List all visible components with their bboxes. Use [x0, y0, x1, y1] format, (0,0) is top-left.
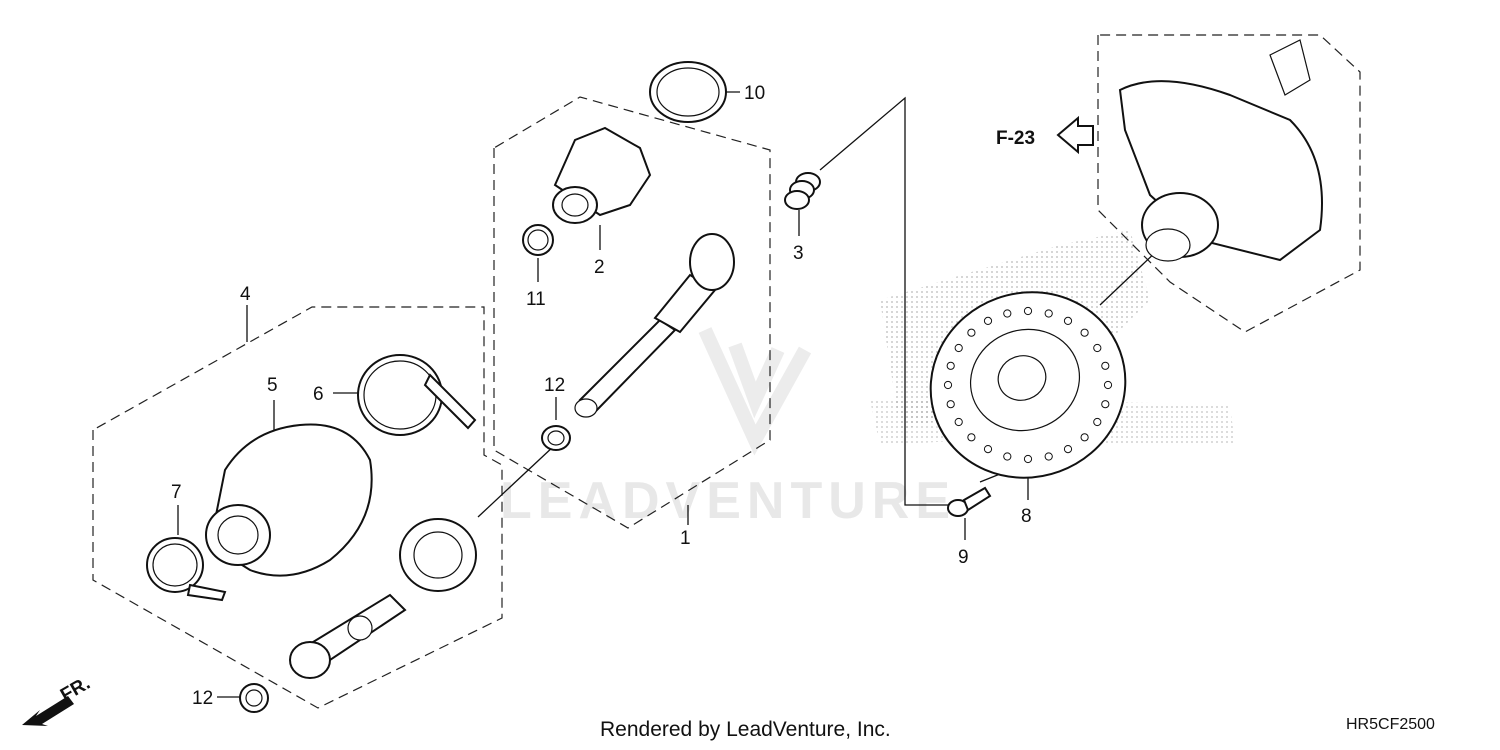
- o-ring-12-upper: [541, 425, 571, 451]
- callout-1: 1: [680, 528, 691, 549]
- o-ring-12-lower: [239, 683, 269, 713]
- disc-hole: [1093, 343, 1102, 353]
- boot-5: [205, 423, 373, 577]
- disc-hole: [1101, 361, 1110, 370]
- disc-hole: [954, 343, 963, 353]
- springs-3: [784, 172, 821, 210]
- section-ref-label: F-23: [996, 128, 1035, 149]
- callout-12-lower: 12: [192, 688, 213, 709]
- diagram-code: HR5CF2500: [1346, 716, 1435, 733]
- disc-hole: [1003, 309, 1012, 318]
- universal-joint: [289, 593, 407, 679]
- clamp-7: [146, 537, 227, 602]
- shaft-1: [574, 233, 735, 418]
- cap-2: [552, 126, 652, 224]
- callout-11: 11: [526, 289, 546, 310]
- joint-housing: [399, 518, 477, 592]
- disc-hole: [967, 328, 976, 337]
- disc-hole: [1044, 309, 1053, 318]
- callout-12-upper: 12: [544, 375, 565, 396]
- brake-disc-holes: [943, 306, 1113, 464]
- disc-hole: [967, 433, 976, 442]
- brake-disc-8: [929, 291, 1127, 479]
- callout-3: 3: [793, 243, 804, 264]
- disc-hole: [954, 417, 963, 427]
- disc-hole: [1003, 452, 1012, 461]
- callout-7: 7: [171, 482, 182, 503]
- disc-hole: [1044, 452, 1053, 461]
- disc-hole: [1080, 328, 1089, 337]
- clamp-6: [357, 354, 477, 436]
- callout-6: 6: [313, 384, 324, 405]
- o-ring-11: [522, 224, 554, 256]
- group-outlines: [92, 34, 1361, 709]
- callout-10: 10: [744, 83, 765, 104]
- callout-8: 8: [1021, 506, 1032, 527]
- rendered-by-footer: Rendered by LeadVenture, Inc.: [600, 718, 891, 741]
- disc-hole: [1023, 454, 1033, 464]
- callout-5: 5: [267, 375, 278, 396]
- front-direction-indicator: FR.: [22, 673, 94, 726]
- o-ring-10: [649, 61, 727, 123]
- disc-hole: [946, 361, 955, 370]
- disc-hole: [1023, 306, 1033, 316]
- disc-hole: [1103, 380, 1113, 390]
- callout-2: 2: [594, 257, 605, 278]
- leader-lines: [177, 91, 1161, 698]
- callout-9: 9: [958, 547, 969, 568]
- disc-hole: [1063, 445, 1073, 454]
- section-ref-f23: F-23: [996, 115, 1094, 155]
- disc-hole: [943, 380, 953, 390]
- knuckle-hub: [1118, 39, 1323, 262]
- callout-4: 4: [240, 284, 251, 305]
- callout-labels: 1 2 3 4 5 6 7 8 9 10 11 12 12: [171, 83, 1032, 709]
- bolt-9: [947, 486, 992, 517]
- disc-hole: [946, 400, 955, 409]
- disc-hole: [983, 316, 993, 325]
- disc-hole: [1093, 417, 1102, 427]
- watermark: LEADVENTURE: [500, 327, 956, 530]
- disc-hole: [1101, 400, 1110, 409]
- disc-hole: [1080, 433, 1089, 442]
- watermark-text: LEADVENTURE: [500, 472, 956, 530]
- disc-hole: [1063, 316, 1073, 325]
- disc-hole: [983, 445, 993, 454]
